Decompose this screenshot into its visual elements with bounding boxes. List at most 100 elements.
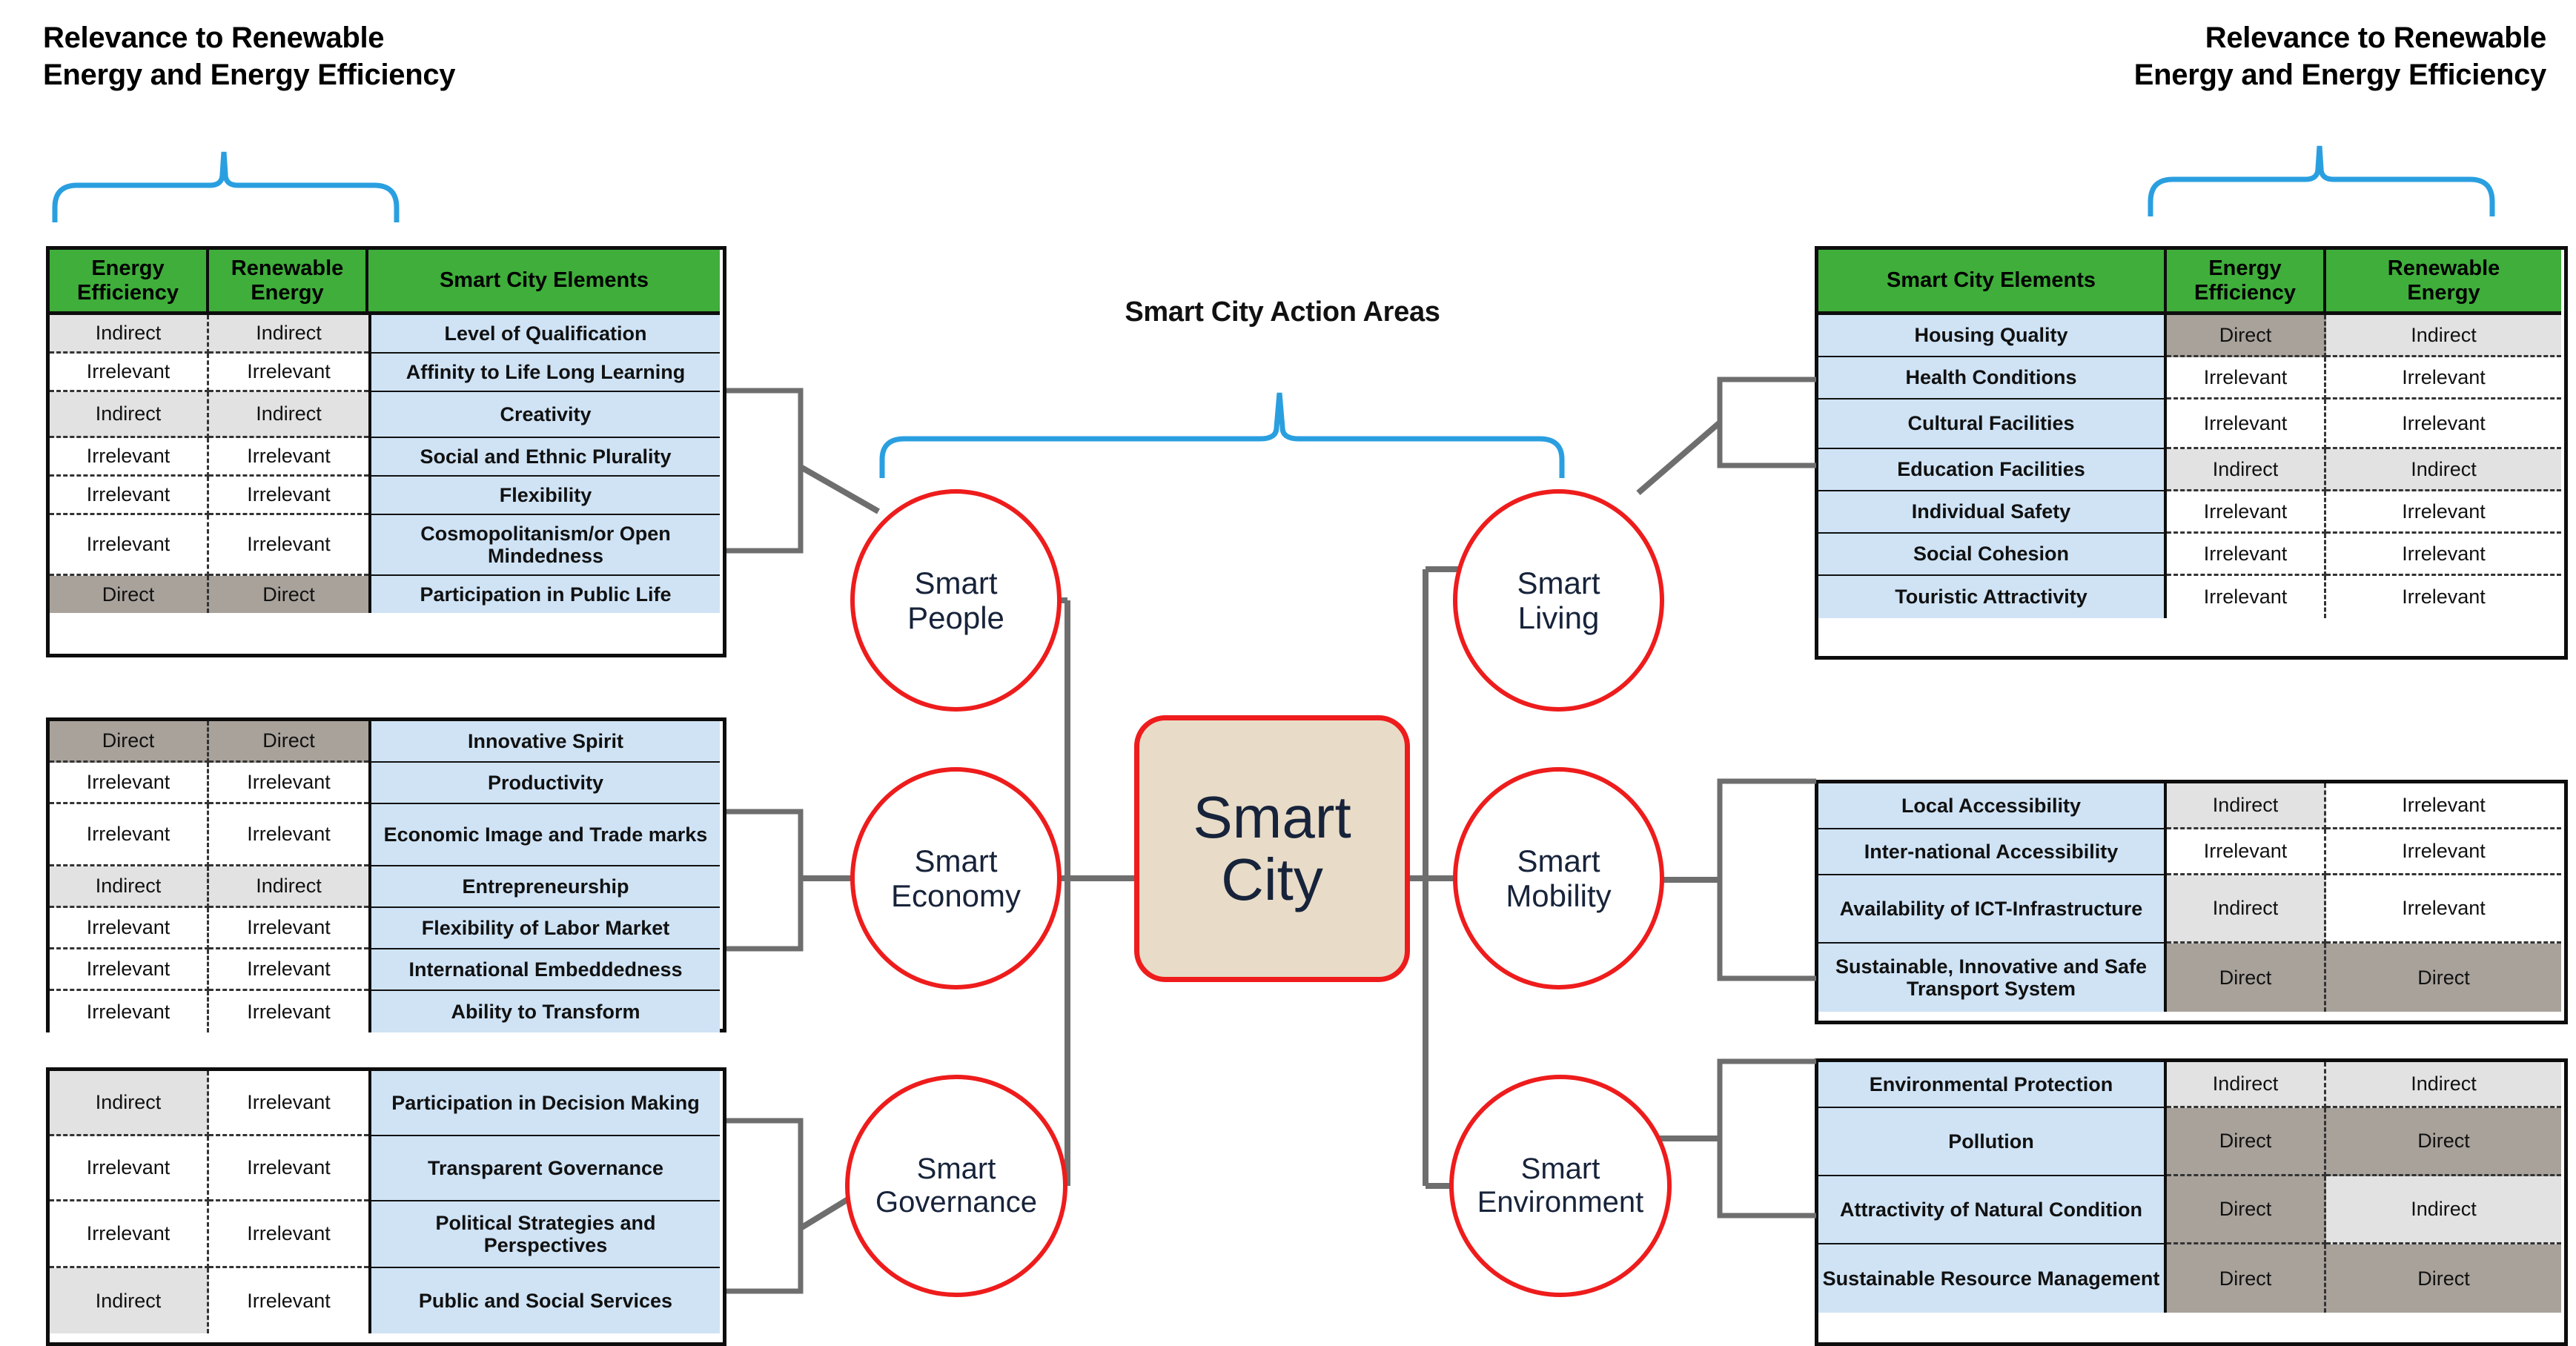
- cell-smart-city-element: Affinity to Life Long Learning: [368, 354, 720, 392]
- node-smart-living[interactable]: Smart Living: [1453, 489, 1664, 712]
- cell-renewable-energy: Irrelevant: [209, 908, 368, 949]
- cell-smart-city-element: Flexibility: [368, 477, 720, 515]
- cell-smart-city-element: Social and Ethnic Plurality: [368, 438, 720, 477]
- cell-smart-city-element: Sustainable Resource Management: [1818, 1244, 2167, 1313]
- cell-energy-efficiency: Indirect: [50, 1268, 209, 1333]
- cell-smart-city-element: Public and Social Services: [368, 1268, 720, 1333]
- cell-energy-efficiency: Irrelevant: [2167, 400, 2326, 449]
- cell-energy-efficiency: Indirect: [50, 392, 209, 438]
- cell-smart-city-element: Inter-national Accessibility: [1818, 829, 2167, 875]
- node-smart-people[interactable]: Smart People: [850, 489, 1062, 712]
- node-smart-people-line2: People: [907, 600, 1004, 635]
- cell-energy-efficiency: Direct: [2167, 1176, 2326, 1244]
- cell-renewable-energy: Indirect: [2326, 1176, 2561, 1244]
- cell-smart-city-element: Touristic Attractivity: [1818, 576, 2167, 618]
- cell-energy-efficiency: Irrelevant: [2167, 576, 2326, 618]
- cell-energy-efficiency: Irrelevant: [50, 477, 209, 515]
- cell-renewable-energy: Direct: [209, 721, 368, 763]
- cell-renewable-energy: Indirect: [209, 392, 368, 438]
- cell-energy-efficiency: Irrelevant: [2167, 491, 2326, 534]
- right-section-title-line1: Relevance to Renewable: [2205, 21, 2547, 54]
- cell-renewable-energy: Direct: [2326, 1244, 2561, 1313]
- cell-smart-city-element: Health Conditions: [1818, 357, 2167, 400]
- node-smart-people-line1: Smart: [914, 565, 998, 600]
- cell-smart-city-element: Education Facilities: [1818, 449, 2167, 491]
- node-smart-living-line1: Smart: [1517, 565, 1600, 600]
- node-smart-mobility-line1: Smart: [1517, 843, 1600, 878]
- cell-energy-efficiency: Irrelevant: [50, 949, 209, 991]
- cell-smart-city-element: Participation in Decision Making: [368, 1071, 720, 1136]
- cell-energy-efficiency: Irrelevant: [2167, 829, 2326, 875]
- node-smart-economy[interactable]: Smart Economy: [850, 767, 1062, 989]
- cell-energy-efficiency: Direct: [50, 721, 209, 763]
- cell-smart-city-element: Participation in Public Life: [368, 576, 720, 613]
- cell-energy-efficiency: Irrelevant: [50, 908, 209, 949]
- cell-smart-city-element: Economic Image and Trade marks: [368, 804, 720, 866]
- cell-renewable-energy: Direct: [2326, 1108, 2561, 1176]
- left-section-title-line2: Energy and Energy Efficiency: [43, 59, 456, 91]
- right-section-title-line2: Energy and Energy Efficiency: [2133, 59, 2547, 91]
- node-smart-mobility[interactable]: Smart Mobility: [1453, 767, 1664, 989]
- cell-renewable-energy: Irrelevant: [209, 949, 368, 991]
- cell-energy-efficiency: Direct: [50, 576, 209, 613]
- cell-renewable-energy: Irrelevant: [2326, 357, 2561, 400]
- cell-renewable-energy: Direct: [209, 576, 368, 613]
- node-smart-governance-line1: Smart: [916, 1153, 996, 1186]
- cell-energy-efficiency: Indirect: [2167, 449, 2326, 491]
- cell-energy-efficiency: Irrelevant: [50, 354, 209, 392]
- cell-energy-efficiency: Indirect: [2167, 783, 2326, 829]
- cell-energy-efficiency: Indirect: [50, 315, 209, 354]
- cell-renewable-energy: Indirect: [209, 315, 368, 354]
- cell-smart-city-element: Political Strategies and Perspectives: [368, 1201, 720, 1268]
- cell-energy-efficiency: Direct: [2167, 1244, 2326, 1313]
- cell-smart-city-element: Individual Safety: [1818, 491, 2167, 534]
- node-smart-living-line2: Living: [1517, 600, 1600, 635]
- cell-energy-efficiency: Indirect: [2167, 1062, 2326, 1108]
- node-smart-governance[interactable]: Smart Governance: [845, 1075, 1067, 1297]
- cell-renewable-energy: Irrelevant: [2326, 829, 2561, 875]
- cell-smart-city-element: Level of Qualification: [368, 315, 720, 354]
- col-header-smart-city-elements: Smart City Elements: [1818, 250, 2167, 315]
- node-smart-environment-line1: Smart: [1520, 1153, 1600, 1186]
- cell-renewable-energy: Irrelevant: [209, 477, 368, 515]
- cell-renewable-energy: Irrelevant: [2326, 875, 2561, 944]
- cell-renewable-energy: Irrelevant: [209, 991, 368, 1032]
- cell-renewable-energy: Irrelevant: [209, 1268, 368, 1333]
- cell-energy-efficiency: Direct: [2167, 944, 2326, 1012]
- node-smart-environment[interactable]: Smart Environment: [1449, 1075, 1672, 1297]
- cell-smart-city-element: Creativity: [368, 392, 720, 438]
- cell-renewable-energy: Irrelevant: [2326, 534, 2561, 576]
- hub-smart-city[interactable]: Smart City: [1134, 715, 1410, 982]
- cell-smart-city-element: Sustainable, Innovative and Safe Transpo…: [1818, 944, 2167, 1012]
- cell-renewable-energy: Indirect: [2326, 449, 2561, 491]
